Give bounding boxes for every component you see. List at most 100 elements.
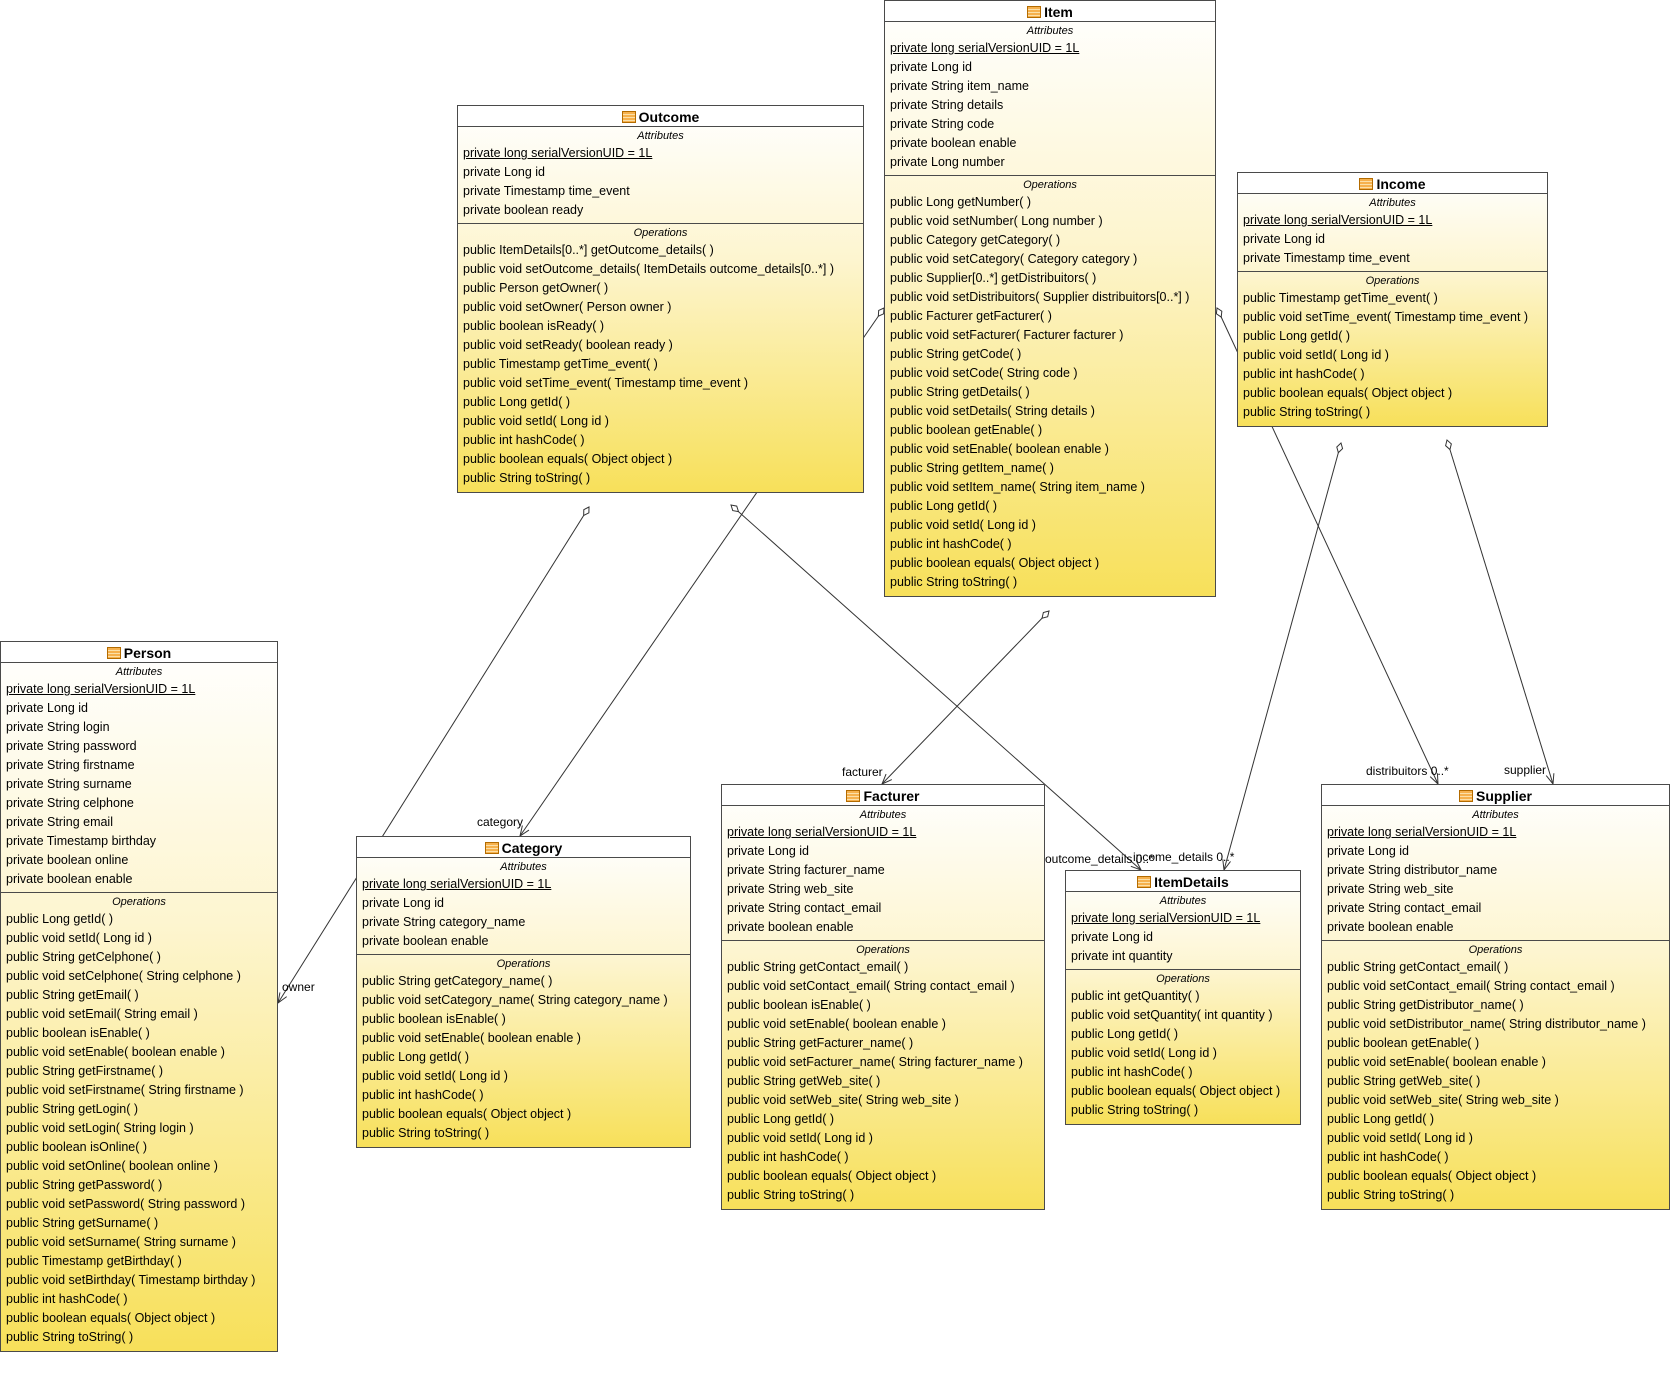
- operation-row[interactable]: public void setId( Long id ): [1071, 1046, 1217, 1060]
- operation-row[interactable]: public void setSurname( String surname ): [6, 1235, 236, 1249]
- operation-row[interactable]: public void setEnable( boolean enable ): [362, 1031, 581, 1045]
- attribute-row[interactable]: private long serialVersionUID = 1L: [890, 41, 1080, 55]
- attribute-row[interactable]: private String category_name: [362, 915, 526, 929]
- operation-row[interactable]: public String getDistributor_name( ): [1327, 998, 1524, 1012]
- operation-row[interactable]: public boolean equals( Object object ): [1327, 1169, 1537, 1183]
- attribute-row[interactable]: private String firstname: [6, 758, 135, 772]
- operation-row[interactable]: public Long getId( ): [1243, 329, 1351, 343]
- operation-row[interactable]: public String toString( ): [463, 471, 591, 485]
- operation-row[interactable]: public Timestamp getBirthday( ): [6, 1254, 182, 1268]
- attribute-row[interactable]: private String surname: [6, 777, 132, 791]
- operation-row[interactable]: public void setOutcome_details( ItemDeta…: [463, 262, 835, 276]
- operation-row[interactable]: public String getSurname( ): [6, 1216, 159, 1230]
- attribute-row[interactable]: private String email: [6, 815, 113, 829]
- attribute-row[interactable]: private Timestamp time_event: [1243, 251, 1410, 265]
- operation-row[interactable]: public void setWeb_site( String web_site…: [727, 1093, 959, 1107]
- operation-row[interactable]: public void setItem_name( String item_na…: [890, 480, 1145, 494]
- attribute-row[interactable]: private Long id: [890, 60, 973, 74]
- operation-row[interactable]: public void setFirstname( String firstna…: [6, 1083, 244, 1097]
- operation-row[interactable]: public String toString( ): [890, 575, 1018, 589]
- attribute-row[interactable]: private long serialVersionUID = 1L: [1243, 213, 1433, 227]
- operation-row[interactable]: public String getEmail( ): [6, 988, 139, 1002]
- attribute-row[interactable]: private Long id: [6, 701, 89, 715]
- operation-row[interactable]: public boolean getEnable( ): [890, 423, 1043, 437]
- association-income-supplier[interactable]: [1445, 439, 1555, 786]
- operation-row[interactable]: public void setNumber( Long number ): [890, 214, 1103, 228]
- operation-row[interactable]: public boolean equals( Object object ): [1071, 1084, 1281, 1098]
- operation-row[interactable]: public void setFacturer_name( String fac…: [727, 1055, 1023, 1069]
- operation-row[interactable]: public void setId( Long id ): [727, 1131, 873, 1145]
- operation-row[interactable]: public boolean isEnable( ): [727, 998, 871, 1012]
- attribute-row[interactable]: private Long id: [1327, 844, 1410, 858]
- attribute-row[interactable]: private String web_site: [727, 882, 854, 896]
- operation-row[interactable]: public boolean isOnline( ): [6, 1140, 148, 1154]
- operation-row[interactable]: public Long getId( ): [463, 395, 571, 409]
- operation-row[interactable]: public void setCode( String code ): [890, 366, 1078, 380]
- operation-row[interactable]: public String getDetails( ): [890, 385, 1030, 399]
- attribute-row[interactable]: private long serialVersionUID = 1L: [1327, 825, 1517, 839]
- attribute-row[interactable]: private String contact_email: [727, 901, 882, 915]
- operation-row[interactable]: public void setOnline( boolean online ): [6, 1159, 218, 1173]
- attribute-row[interactable]: private boolean enable: [727, 920, 854, 934]
- attribute-row[interactable]: private String item_name: [890, 79, 1029, 93]
- operation-row[interactable]: public void setContact_email( String con…: [727, 979, 1015, 993]
- operation-row[interactable]: public String getContact_email( ): [1327, 960, 1509, 974]
- operation-row[interactable]: public String getCategory_name( ): [362, 974, 553, 988]
- operation-row[interactable]: public boolean isEnable( ): [362, 1012, 506, 1026]
- operation-row[interactable]: public void setTime_event( Timestamp tim…: [463, 376, 749, 390]
- operation-row[interactable]: public String toString( ): [727, 1188, 855, 1202]
- operation-row[interactable]: public Long getId( ): [6, 912, 114, 926]
- attribute-row[interactable]: private Long id: [1071, 930, 1154, 944]
- attribute-row[interactable]: private Timestamp time_event: [463, 184, 630, 198]
- operation-row[interactable]: public void setCelphone( String celphone…: [6, 969, 241, 983]
- operation-row[interactable]: public ItemDetails[0..*] getOutcome_deta…: [463, 243, 714, 257]
- attribute-row[interactable]: private boolean enable: [890, 136, 1017, 150]
- operation-row[interactable]: public int hashCode( ): [890, 537, 1012, 551]
- operation-row[interactable]: public String getPassword( ): [6, 1178, 163, 1192]
- attribute-row[interactable]: private Long id: [1243, 232, 1326, 246]
- operation-row[interactable]: public boolean equals( Object object ): [727, 1169, 937, 1183]
- operation-row[interactable]: public void setCategory( Category catego…: [890, 252, 1138, 266]
- operation-row[interactable]: public int hashCode( ): [463, 433, 585, 447]
- attribute-row[interactable]: private String code: [890, 117, 995, 131]
- attribute-row[interactable]: private String login: [6, 720, 110, 734]
- operation-row[interactable]: public int hashCode( ): [6, 1292, 128, 1306]
- operation-row[interactable]: public void setId( Long id ): [1327, 1131, 1473, 1145]
- operation-row[interactable]: public String getCelphone( ): [6, 950, 161, 964]
- operation-row[interactable]: public void setEnable( boolean enable ): [890, 442, 1109, 456]
- operation-row[interactable]: public void setPassword( String password…: [6, 1197, 245, 1211]
- operation-row[interactable]: public boolean isEnable( ): [6, 1026, 150, 1040]
- operation-row[interactable]: public void setOwner( Person owner ): [463, 300, 672, 314]
- operation-row[interactable]: public String getContact_email( ): [727, 960, 909, 974]
- attribute-row[interactable]: private boolean enable: [362, 934, 489, 948]
- operation-row[interactable]: public int hashCode( ): [1071, 1065, 1193, 1079]
- attribute-row[interactable]: private Long id: [463, 165, 546, 179]
- operation-row[interactable]: public boolean isReady( ): [463, 319, 605, 333]
- operation-row[interactable]: public String getWeb_site( ): [727, 1074, 881, 1088]
- operation-row[interactable]: public void setEnable( boolean enable ): [727, 1017, 946, 1031]
- operation-row[interactable]: public void setId( Long id ): [463, 414, 609, 428]
- operation-row[interactable]: public void setContact_email( String con…: [1327, 979, 1615, 993]
- operation-row[interactable]: public void setReady( boolean ready ): [463, 338, 673, 352]
- operation-row[interactable]: public Long getId( ): [362, 1050, 470, 1064]
- association-item-facturer[interactable]: [881, 610, 1050, 785]
- operation-row[interactable]: public void setId( Long id ): [6, 931, 152, 945]
- operation-row[interactable]: public int hashCode( ): [1243, 367, 1365, 381]
- operation-row[interactable]: public Timestamp getTime_event( ): [463, 357, 658, 371]
- operation-row[interactable]: public int hashCode( ): [1327, 1150, 1449, 1164]
- operation-row[interactable]: public int hashCode( ): [362, 1088, 484, 1102]
- operation-row[interactable]: public String toString( ): [1243, 405, 1371, 419]
- operation-row[interactable]: public boolean equals( Object object ): [463, 452, 673, 466]
- operation-row[interactable]: public boolean equals( Object object ): [1243, 386, 1453, 400]
- operation-row[interactable]: public String getLogin( ): [6, 1102, 139, 1116]
- operation-row[interactable]: public Long getNumber( ): [890, 195, 1032, 209]
- attribute-row[interactable]: private Long number: [890, 155, 1005, 169]
- attribute-row[interactable]: private int quantity: [1071, 949, 1173, 963]
- attribute-row[interactable]: private long serialVersionUID = 1L: [463, 146, 653, 160]
- operation-row[interactable]: public Long getId( ): [1327, 1112, 1435, 1126]
